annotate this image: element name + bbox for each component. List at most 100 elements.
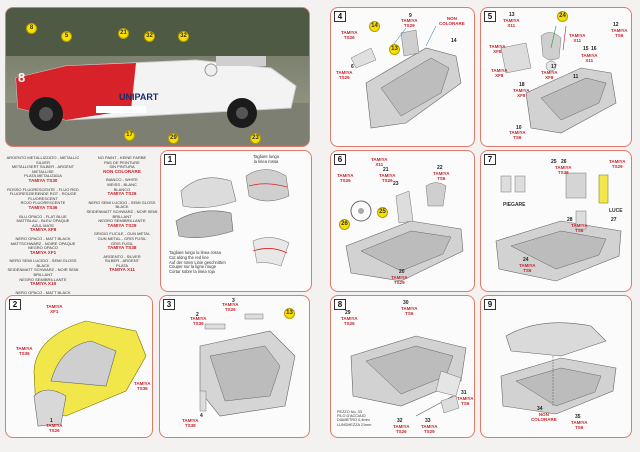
race-car-photo [6,8,309,146]
callout-13: 13 [284,308,295,319]
part-number: 30 [403,300,409,306]
part-number: 11 [573,74,579,80]
paint-tag: TAMIYA TS26 [341,30,358,40]
part-number: 20 [399,269,405,275]
legend-entry: ARGENTO METALLIZZATO - METALLIC SILVER M… [6,155,80,183]
paint-tag: TAMIYA TS6 [401,306,418,316]
step-4-drawing [350,25,462,129]
paint-tag: TAMIYA TS26 [222,302,239,312]
paint-tag: TAMIYA X11 [503,18,520,28]
part-number: 31 [461,390,467,396]
part-number: 10 [516,125,522,131]
legend-entry: NERO SEMI LUCIDO - SEMI GLOSS BLACK SEID… [86,199,158,228]
reference-photo: 8 5 21 32 32 17 29 23 8 UNIPART [5,7,310,147]
legend-col-1: ARGENTO METALLIZZATO - METALLIC SILVER M… [4,155,82,313]
step-6-drawing [345,182,464,282]
step-1-drawing [175,169,290,267]
part-number: 1 [50,418,53,424]
callout-5: 5 [61,31,72,42]
part-number: 24 [523,257,529,263]
step-number: 7 [484,154,496,165]
paint-tag: TAMIYA TS29 [401,18,418,28]
step-5-panel: 5 TAMIYA X11 TAMIYA XF8 TAMIYA XF8 TAMIY… [480,7,632,147]
step-2-drawing [33,320,147,427]
paint-tag: TAMIYA TS26 [393,424,410,434]
paint-tag: TAMIYA XF8 [491,68,508,78]
paint-tag: TAMIYA TS26 [337,173,354,183]
callout-17: 17 [124,130,135,141]
callout-26: 26 [339,219,350,230]
step-8-drawing [350,335,467,417]
part-number: 6 [351,64,354,70]
step-8-panel: 8 TAMIYA TS26 TAMIYA TS6 TAMIYA TS26 TAM… [330,295,475,438]
paint-tag: TAMIYA TS6 [457,396,474,406]
step-number: 2 [9,299,21,310]
part-number: 35 [575,414,581,420]
wire-spec: PEZZO No. 33 FILO D'ACCIAIO DIAMETRO 0,4… [337,410,372,427]
step-number: 8 [334,299,346,310]
step-7-drawing [495,172,622,282]
part-number: 4 [200,413,203,419]
step-5-drawing [500,25,617,134]
paint-tag: TAMIYA TS6 [571,223,588,233]
part-number: 2 [196,312,199,318]
paint-tag: TAMIYA X11 [371,157,388,167]
part-number: 17 [551,64,557,70]
legend-entry: GRIGIO FUCILE - GUN METAL GUN METAL - GR… [93,231,151,251]
piegare-label: PIEGARE [503,202,526,208]
callout-25: 25 [377,207,388,218]
paint-tag: TAMIYA TS29 [391,275,408,285]
step-number: 3 [163,299,175,310]
paint-tag: TAMIYA TS6 [519,263,536,273]
callout-32a: 32 [144,31,155,42]
sponsor-label: UNIPART [119,92,159,102]
part-number: 26 [561,159,567,165]
paint-tag: TAMIYA TS36 [555,165,572,175]
paint-tag: TAMIYA X11 [581,53,598,63]
part-number: 33 [425,418,431,424]
paint-tag: TAMIYA TS26 [46,423,63,433]
step-2-panel: 2 TAMIYA XF1 TAMIYA TS36 TAMIYA TS36 TAM… [5,295,153,438]
part-number: 27 [611,217,617,223]
paint-tag: TAMIYA TS29 [421,424,438,434]
car-number: 8 [18,70,26,85]
step-4-panel: 4 TAMIYA TS26 TAMIYA TS29 TAMIYA TS26 NO… [330,7,475,147]
part-number: 23 [393,181,399,187]
step-3-drawing [199,313,296,417]
step-number: 6 [334,154,346,165]
callout-14: 14 [369,21,380,32]
part-number: 3 [232,298,235,304]
legend-entry: BLU OPACO - FLAT BLUE MATTBLAU - BLEU OP… [16,213,70,233]
paint-tag: TAMIYA XF8 [541,70,558,80]
step-7-panel: 7 TAMIYA TS29 TAMIYA TS36 TAMIYA TS6 TAM… [480,150,632,292]
step-number: 9 [484,299,496,310]
part-number: 14 [451,38,457,44]
paint-tag: TAMIYA TS36 [190,316,207,326]
part-number: 13 [509,12,515,18]
part-number: 9 [409,13,412,19]
paint-tag: TAMIYA TS36 [16,346,33,356]
step-number: 4 [334,11,346,22]
paint-tag: TAMIYA XF8 [513,88,530,98]
part-number: 34 [537,406,543,412]
part-number: 18 [519,82,525,88]
part-number: 29 [345,310,351,316]
paint-tag: TAMIYA TS6 [509,130,526,140]
non-colorare: NON COLORARE [531,412,557,422]
non-colorare: NON COLORARE [439,16,465,26]
legend-entry: ROSSO FLUORESCENTE - FLUO RED FLUORESZIE… [7,186,79,210]
callout-32b: 32 [178,31,189,42]
legend-entry: NO PAINT - KEINE FARBE PAS DE PEINTURE S… [97,155,147,174]
paint-tag: TAMIYA TS26 [379,173,396,183]
step-6-panel: 6 TAMIYA X11 TAMIYA TS26 TAMIYA TS26 TAM… [330,150,475,292]
part-number: 28 [567,217,573,223]
paint-tag: TAMIYA TS26 [336,70,353,80]
luce-label: LUCE [609,208,623,214]
paint-tag: TAMIYA TS38 [182,418,199,428]
paint-tag: TAMIYA XF8 [489,44,506,54]
cut-instructions: Tagliare lungo la linea rossa Cut along … [169,250,226,275]
callout-29: 29 [168,133,179,144]
